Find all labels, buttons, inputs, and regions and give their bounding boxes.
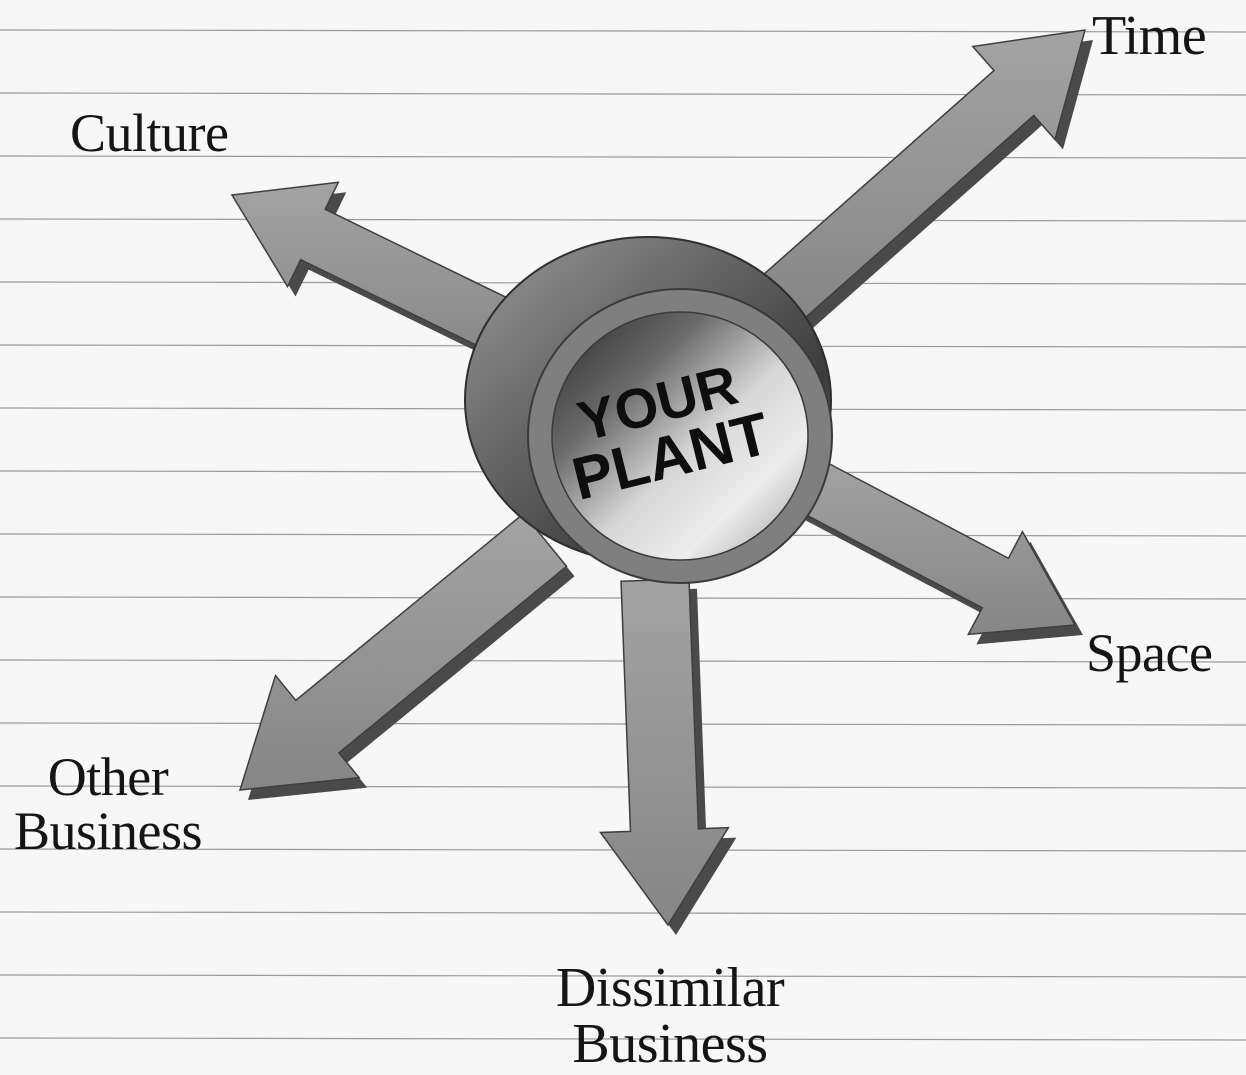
label-time: Time <box>1092 5 1207 67</box>
rule-line <box>0 911 1246 915</box>
label-dissimilar-business: Dissimilar Business <box>520 960 820 1072</box>
rule-line <box>0 722 1246 726</box>
hub: YOUR PLANT <box>464 236 833 584</box>
hub-ring-opening <box>551 311 809 561</box>
rule-line <box>0 29 1246 33</box>
rule-line <box>0 974 1246 978</box>
arrow-time-face <box>759 29 1087 324</box>
arrow-space <box>785 454 1083 645</box>
rule-line <box>0 218 1246 222</box>
rule-line <box>0 1037 1246 1041</box>
arrow-other-face <box>238 512 568 791</box>
label-dissimilar-business-line2: Business <box>572 1013 768 1075</box>
arrow-dissimilar <box>599 577 737 935</box>
label-other-business: Other Business <box>8 750 208 858</box>
rule-line <box>0 785 1246 789</box>
label-space: Space <box>1086 623 1213 683</box>
rule-line <box>0 155 1246 159</box>
arrow-space-face <box>785 454 1077 636</box>
arrow-dissimilar-face <box>599 577 730 927</box>
label-other-business-line1: Other <box>47 747 169 807</box>
label-culture: Culture <box>70 103 229 163</box>
label-other-business-line2: Business <box>13 801 203 861</box>
rule-line <box>0 659 1246 663</box>
label-dissimilar-business-line1: Dissimilar <box>555 957 785 1019</box>
arrow-other <box>238 512 575 800</box>
arrow-time <box>759 29 1093 333</box>
